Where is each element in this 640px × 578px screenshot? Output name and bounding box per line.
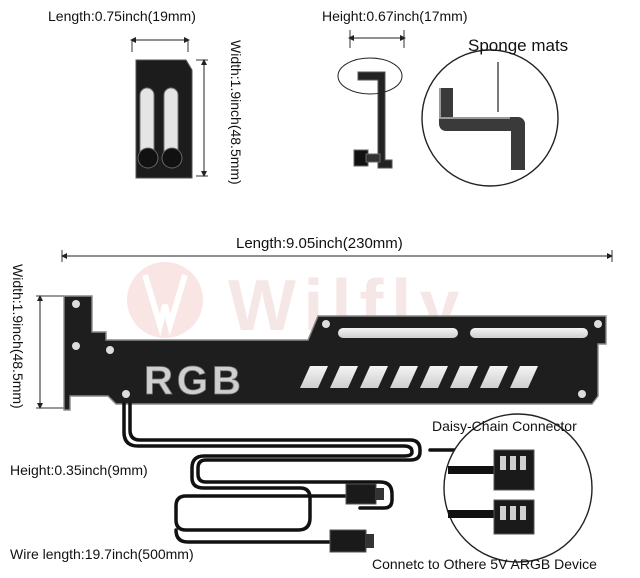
cable-harness (122, 402, 472, 544)
side-view (337, 30, 406, 169)
sponge-zoom (421, 49, 559, 187)
cable-height-label: Height:0.35inch(9mm) (10, 462, 148, 478)
connect-device-label: Connetc to Othere 5V ARGB Device (372, 556, 597, 572)
main-length-label: Length:9.05inch(230mm) (236, 235, 403, 252)
connector-zoom (443, 413, 593, 563)
sponge-mats-label: Sponge mats (468, 36, 569, 55)
wire-length-label: Wire length:19.7inch(500mm) (10, 546, 194, 562)
rgb-bracket-plate: RGB (63, 295, 607, 411)
daisy-chain-label: Daisy-Chain Connector (432, 418, 577, 434)
top-height-label: Height:0.67inch(17mm) (322, 8, 468, 24)
top-length-label: Length:0.75inch(19mm) (48, 8, 196, 24)
top-width-label: Width:1.9inch(48.5mm) (228, 40, 244, 185)
cable-connector-1-icon (345, 483, 384, 505)
watermark-logo-icon (127, 262, 203, 338)
main-length-dimension (61, 250, 613, 262)
cable-connector-2-icon (329, 529, 374, 553)
plate-logo-text: RGB (144, 359, 245, 403)
plate-vent-slots (300, 366, 538, 388)
front-view (130, 37, 208, 179)
main-width-label: Width:1.9inch(48.5mm) (10, 264, 26, 409)
